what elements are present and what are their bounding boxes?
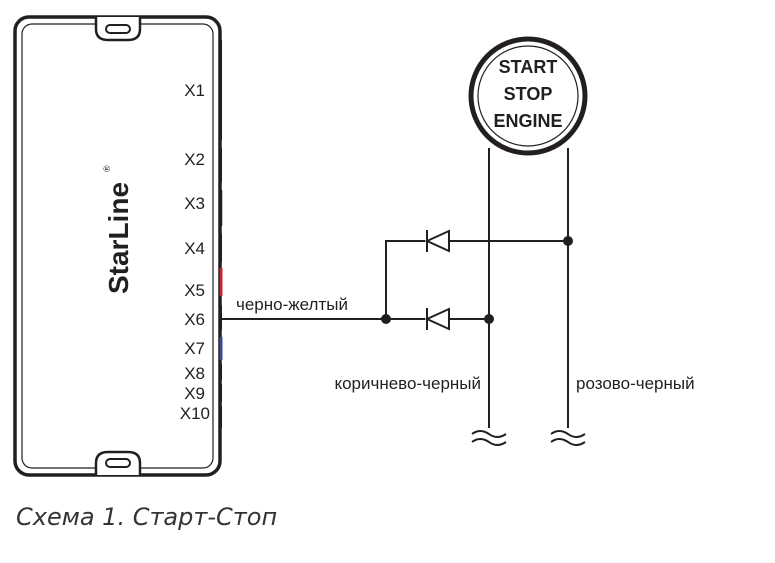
- connector-labels: X1 X2 X3 X4 X5 X6 X7 X8 X9 X10: [180, 81, 210, 423]
- connector-label-x7: X7: [184, 339, 205, 358]
- connector-label-x5: X5: [184, 281, 205, 300]
- wire-break-mark: [550, 430, 586, 446]
- brand-text: StarLine: [103, 182, 134, 294]
- diode-bus: [385, 240, 425, 319]
- button-label-engine: ENGINE: [493, 111, 562, 131]
- wire-break-mark: [471, 430, 507, 446]
- figure-caption: Схема 1. Старт-Стоп: [16, 503, 277, 531]
- button-label-stop: STOP: [504, 84, 553, 104]
- start-stop-button: START STOP ENGINE: [468, 36, 588, 156]
- junction-dot: [381, 314, 391, 324]
- brand-registered-mark: ®: [102, 165, 112, 172]
- starline-unit: StarLine ® X1 X2 X3 X4 X5 X6 X7 X8 X9 X1…: [13, 15, 223, 477]
- connector-label-x9: X9: [184, 384, 205, 403]
- button-label-start: START: [499, 57, 558, 77]
- connector-label-x2: X2: [184, 150, 205, 169]
- junction-dot: [484, 314, 494, 324]
- connector-label-x8: X8: [184, 364, 205, 383]
- bottom-mount-slot: [94, 450, 142, 475]
- connector-label-x3: X3: [184, 194, 205, 213]
- junction-dot: [563, 236, 573, 246]
- connector-label-x10: X10: [180, 404, 210, 423]
- connector-label-x4: X4: [184, 239, 205, 258]
- diode-lower: [424, 307, 450, 331]
- diode-upper: [424, 229, 450, 253]
- x6-wire-label: черно-желтый: [236, 295, 348, 314]
- brown-black-wire-label: коричнево-черный: [334, 374, 481, 393]
- top-mount-slot: [94, 17, 142, 42]
- connector-label-x6: X6: [184, 310, 205, 329]
- connector-label-x1: X1: [184, 81, 205, 100]
- starline-logo: StarLine ®: [102, 165, 134, 294]
- pink-black-wire-label: розово-черный: [576, 374, 695, 393]
- wiring: черно-желтый: [222, 148, 695, 446]
